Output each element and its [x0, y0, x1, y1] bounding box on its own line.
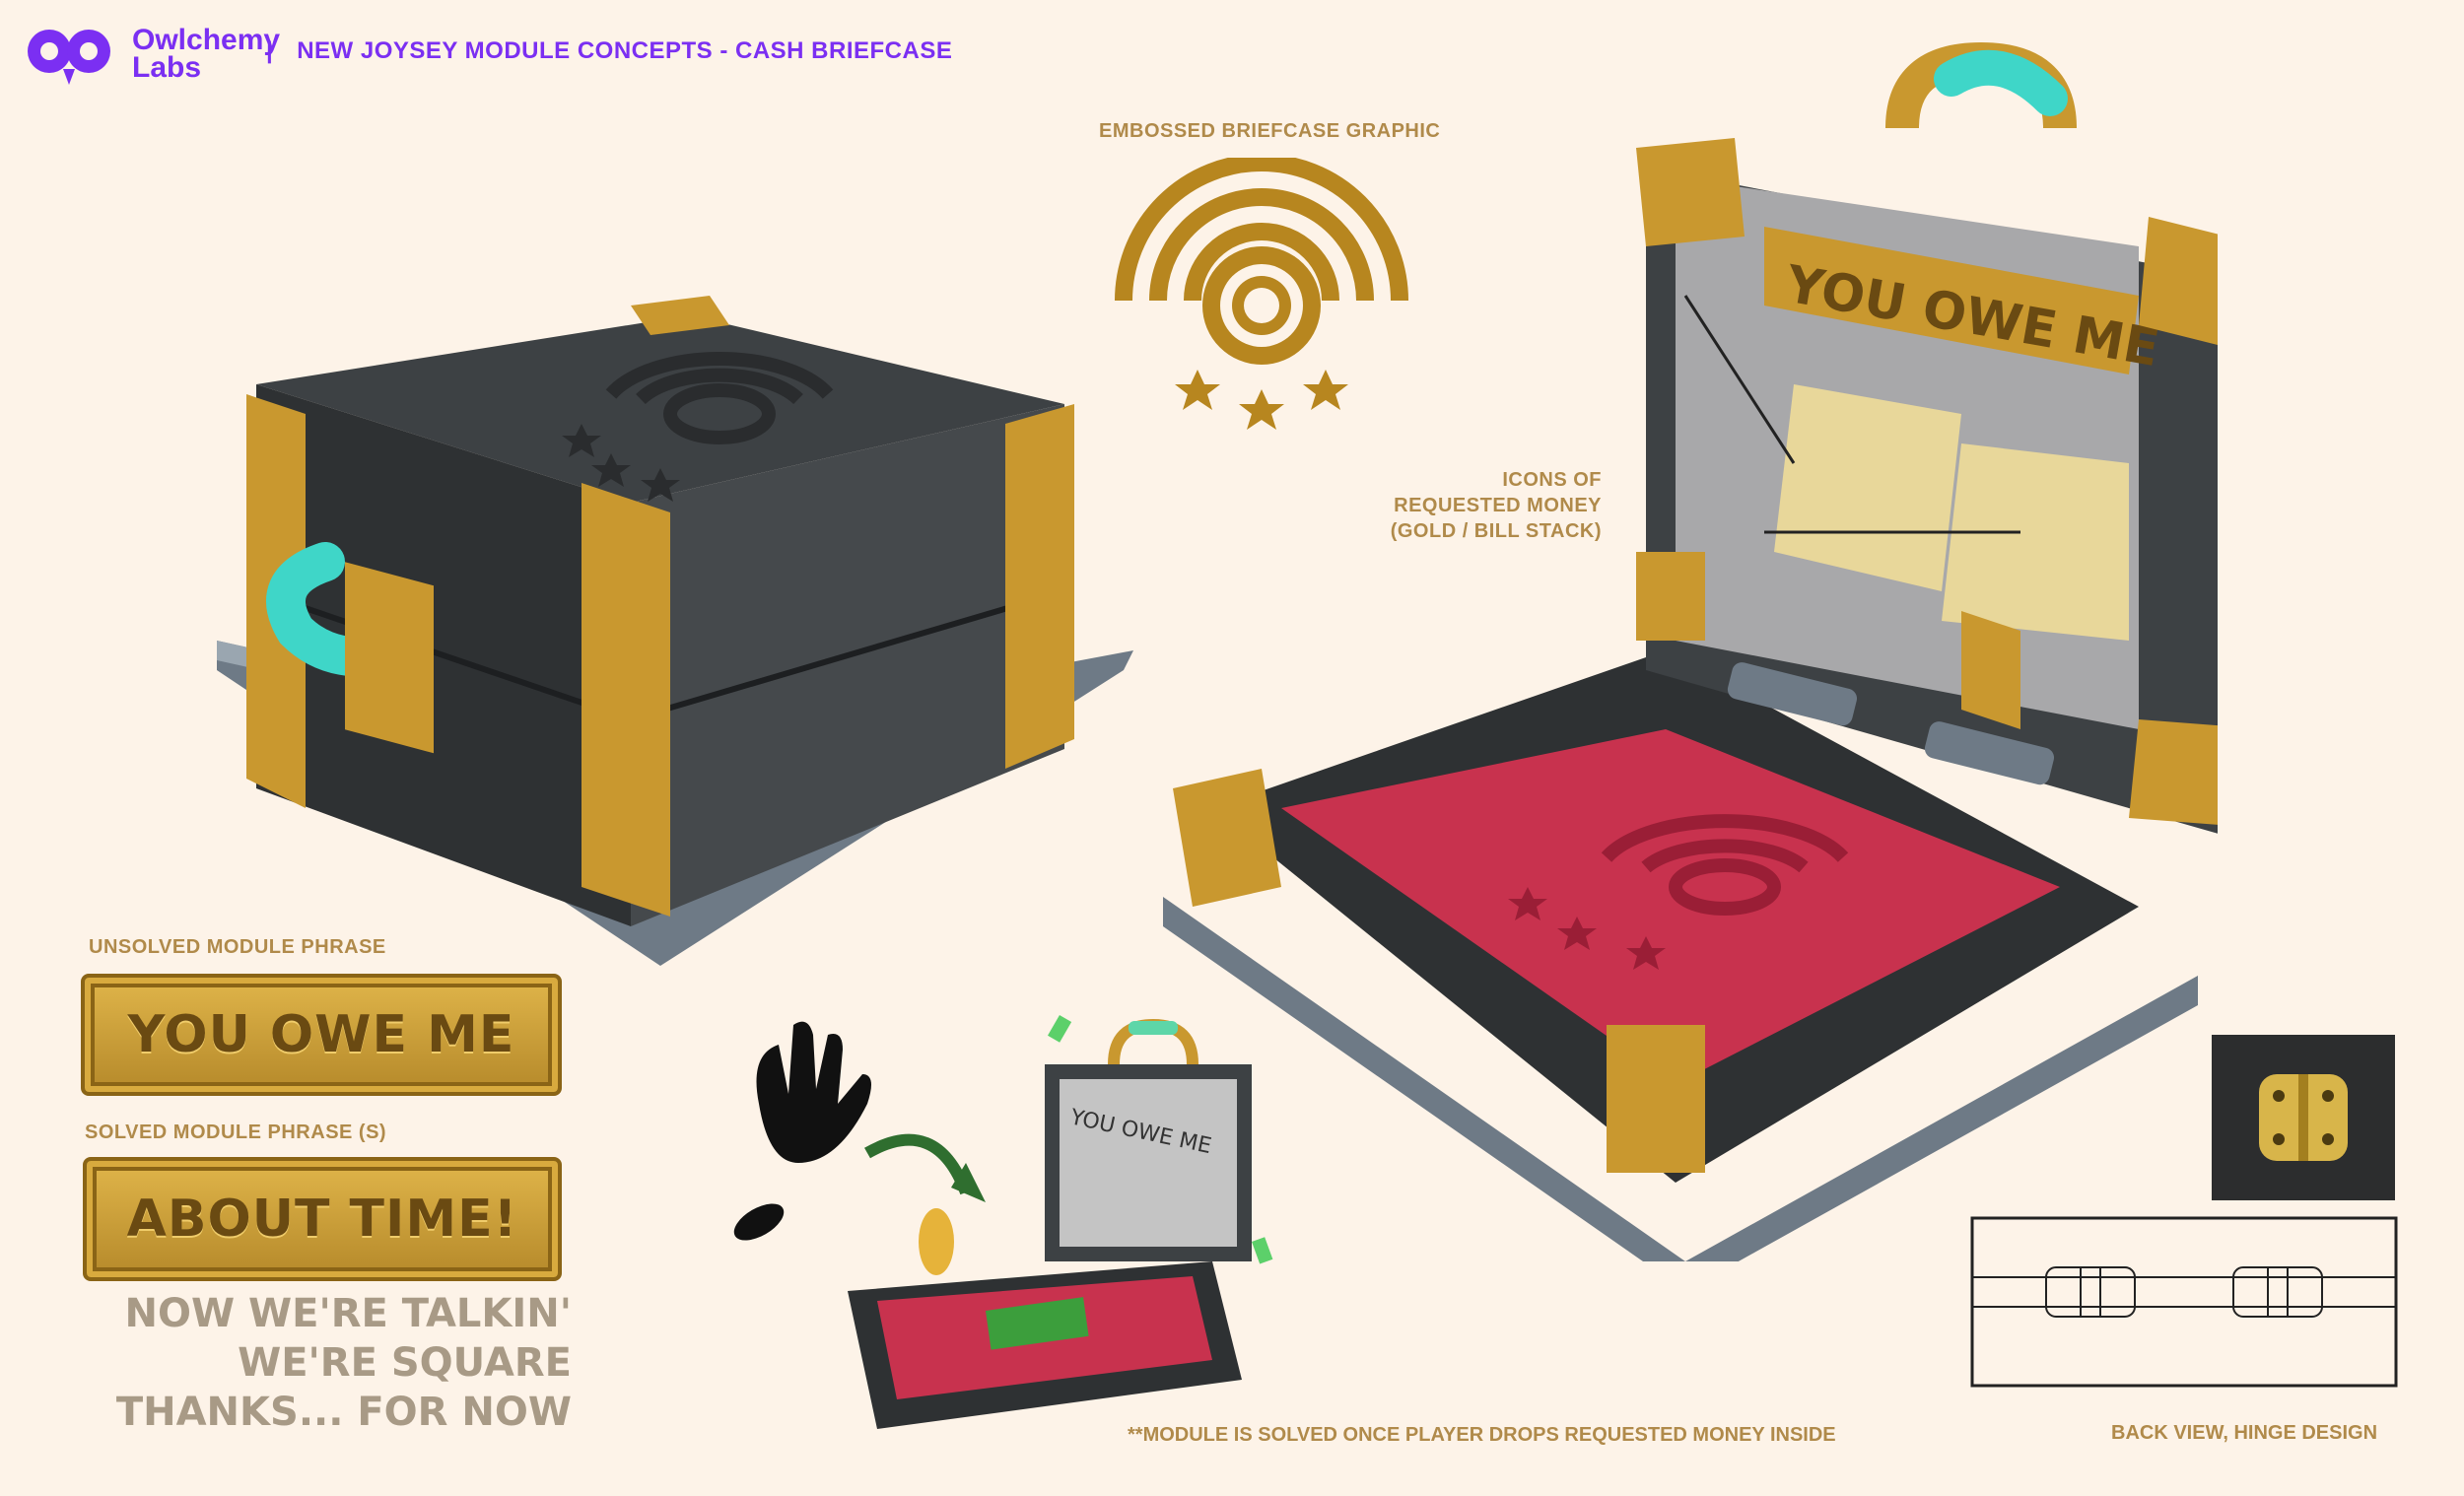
back-hinge-right-icon [2232, 1266, 2323, 1318]
bill-stack-icon-note [1942, 443, 2129, 641]
brand-logo: Owlchemy Labs [20, 20, 280, 89]
open-corner-caps [1173, 138, 2218, 1173]
alternate-phrase-1: NOW WE'RE TALKIN' [124, 1291, 573, 1336]
lid-plaque-bg [1764, 227, 2139, 374]
hinge-photo-icon [2259, 1074, 2348, 1161]
alternate-phrase-2: WE'RE SQUARE [238, 1340, 572, 1386]
alternate-phrases: NOW WE'RE TALKIN' WE'RE SQUARE THANKS...… [59, 1289, 572, 1437]
emblem-arc-outer [1115, 158, 1408, 302]
solve-footnote: **MODULE IS SOLVED ONCE PLAYER DROPS REQ… [1128, 1424, 1836, 1446]
page-title: | NEW JOYSEY MODULE CONCEPTS - CASH BRIEF… [266, 37, 952, 65]
open-handle-grip [1934, 49, 2068, 116]
gold-icon-note [1774, 384, 1961, 591]
title-text: NEW JOYSEY MODULE CONCEPTS - CASH BRIEFC… [297, 37, 953, 64]
open-briefcase-illustration: YOU OWE ME [1163, 41, 2218, 1261]
back-hinge-left-icon [2045, 1266, 2136, 1318]
velvet-emboss-graphic [1601, 814, 1849, 916]
money-icons-callout: ICONS OF REQUESTED MONEY (GOLD / BILL ST… [1370, 467, 1602, 544]
unsolved-plaque: YOU OWE ME [81, 974, 562, 1096]
solved-label: SOLVED MODULE PHRASE (S) [85, 1122, 387, 1143]
open-hinges [1727, 662, 2055, 785]
brand-line2: Labs [132, 51, 202, 84]
hand-icon [756, 1021, 871, 1163]
unsolved-label: UNSOLVED MODULE PHRASE [89, 936, 386, 958]
back-view-label: BACK VIEW, HINGE DESIGN [2111, 1422, 2378, 1444]
unsolved-phrase: YOU OWE ME [127, 1005, 515, 1064]
brand-name: Owlchemy Labs [132, 24, 281, 84]
emblem-arc-middle [1149, 188, 1374, 302]
solved-phrase: ABOUT TIME! [126, 1190, 518, 1249]
drop-arrow-icon [864, 1133, 972, 1195]
emblem-stars [1175, 370, 1348, 430]
back-view-sketch [1970, 1216, 2398, 1388]
hinge-photo [2212, 1035, 2395, 1200]
emblem-graphic [1115, 158, 1408, 430]
closed-side-face [631, 404, 1064, 926]
bill-stack-icon [985, 1297, 1089, 1350]
brand-line1: Owlchemy [132, 24, 281, 56]
open-velvet-lining [1281, 729, 2060, 1084]
callout-line3: (GOLD / BILL STACK) [1390, 520, 1602, 542]
gold-coin-icon [919, 1208, 954, 1275]
closed-briefcase-illustration [217, 296, 1133, 966]
emblem-arc-inner [1184, 223, 1339, 302]
alternate-phrase-3: THANKS... FOR NOW [115, 1390, 572, 1435]
callout-line1: ICONS OF [1502, 469, 1602, 491]
solve-sketch: YOU OWE ME [733, 1015, 1273, 1429]
closed-lid-top [256, 315, 1064, 503]
title-separator: | [266, 37, 274, 64]
callout-line2: REQUESTED MONEY [1394, 495, 1602, 516]
owl-logo-icon [28, 30, 110, 85]
solved-plaque: ABOUT TIME! [83, 1157, 562, 1281]
sketch-lid-panel [1060, 1079, 1237, 1247]
emblem-label: EMBOSSED BRIEFCASE GRAPHIC [1099, 120, 1441, 142]
closed-emboss-graphic [605, 352, 834, 444]
